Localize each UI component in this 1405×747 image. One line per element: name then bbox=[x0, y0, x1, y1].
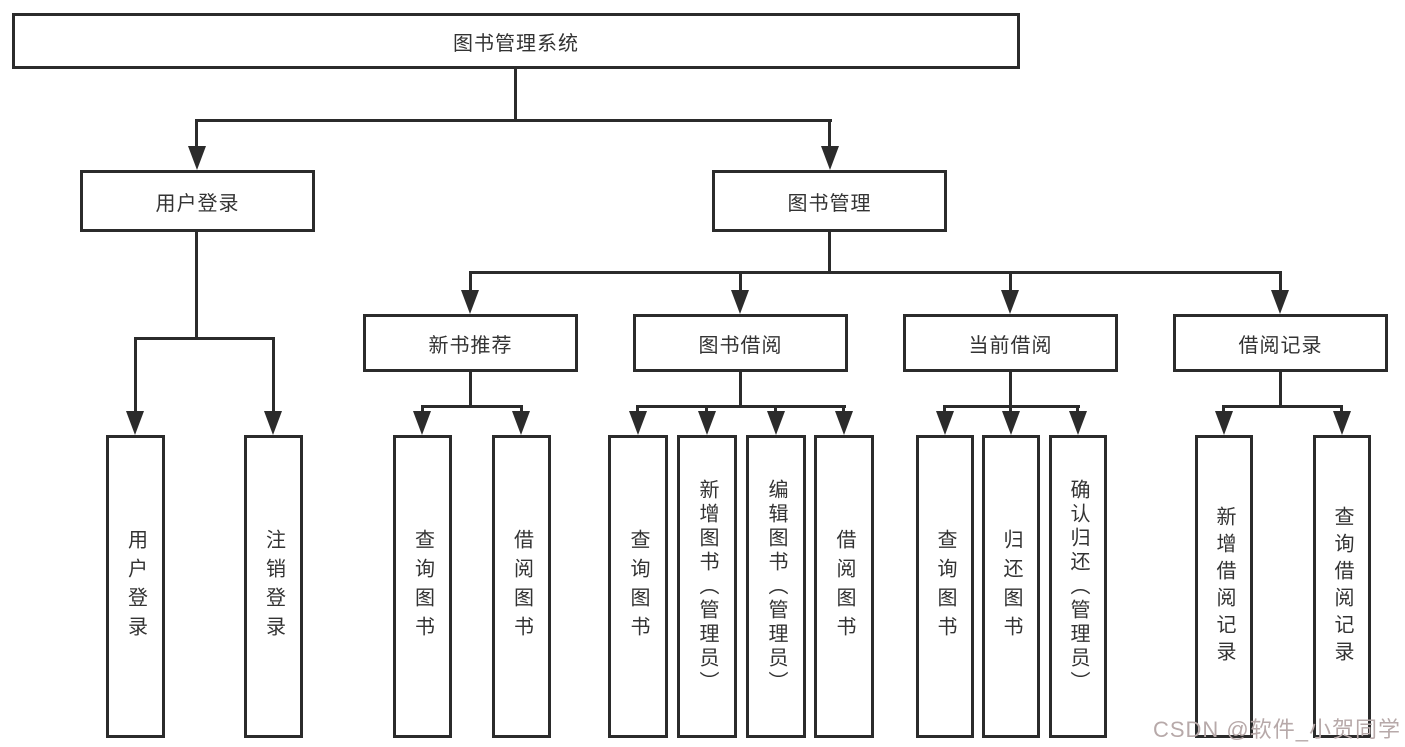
connector-bookmgmt-rail bbox=[469, 271, 1282, 274]
connector-rail bbox=[1222, 405, 1343, 408]
leaf-label: 编辑图书（管理员） bbox=[765, 478, 787, 695]
arrow-down-icon bbox=[1002, 411, 1020, 435]
connector-stem bbox=[421, 405, 424, 413]
connector-stem bbox=[520, 405, 523, 413]
arrow-down-icon bbox=[698, 411, 716, 435]
leaf-user-login: 用户登录 bbox=[106, 435, 165, 738]
connector-root-rail bbox=[195, 119, 832, 122]
connector-stem bbox=[1009, 372, 1012, 408]
arrow-down-icon bbox=[821, 146, 839, 170]
connector-stem bbox=[774, 405, 777, 413]
leaf-label: 归还图书 bbox=[1000, 528, 1022, 645]
node-new-book-recommend: 新书推荐 bbox=[363, 314, 578, 372]
arrow-down-icon bbox=[767, 411, 785, 435]
leaf-label: 查询图书 bbox=[411, 528, 434, 645]
leaf-query-books-borrow: 查询图书 bbox=[608, 435, 668, 738]
arrow-down-icon bbox=[1215, 411, 1233, 435]
node-current-borrow: 当前借阅 bbox=[903, 314, 1118, 372]
leaf-label: 查询图书 bbox=[627, 528, 649, 645]
connector-stem bbox=[469, 271, 472, 293]
connector-stem bbox=[1340, 405, 1343, 413]
connector-stem bbox=[1279, 271, 1282, 293]
connector-stem bbox=[272, 337, 275, 413]
node-label: 图书管理系统 bbox=[453, 32, 579, 55]
node-label: 当前借阅 bbox=[968, 334, 1053, 357]
leaf-label: 借阅图书 bbox=[510, 528, 533, 645]
arrow-down-icon bbox=[264, 411, 282, 435]
node-label: 图书管理 bbox=[787, 192, 872, 215]
connector-stem bbox=[739, 372, 742, 408]
arrow-down-icon bbox=[936, 411, 954, 435]
node-book-management: 图书管理 bbox=[712, 170, 947, 232]
arrow-down-icon bbox=[731, 290, 749, 314]
connector-stem bbox=[943, 405, 946, 413]
connector-stem bbox=[134, 337, 137, 413]
leaf-return-book: 归还图书 bbox=[982, 435, 1040, 738]
connector-stem bbox=[1009, 405, 1012, 413]
connector-stem bbox=[1222, 405, 1225, 413]
node-book-borrow: 图书借阅 bbox=[633, 314, 848, 372]
leaf-borrow-books: 借阅图书 bbox=[814, 435, 874, 738]
arrow-down-icon bbox=[461, 290, 479, 314]
connector-root-stem bbox=[514, 66, 517, 122]
connector-userlogin-rail bbox=[134, 337, 275, 340]
leaf-label: 查询借阅记录 bbox=[1331, 505, 1353, 668]
leaf-confirm-return-admin: 确认归还（管理员） bbox=[1049, 435, 1107, 738]
connector-stem bbox=[828, 119, 831, 148]
leaf-query-books-recommend: 查询图书 bbox=[393, 435, 452, 738]
leaf-label: 确认归还（管理员） bbox=[1067, 478, 1089, 695]
connector-stem bbox=[739, 271, 742, 293]
arrow-down-icon bbox=[835, 411, 853, 435]
arrow-down-icon bbox=[512, 411, 530, 435]
arrow-down-icon bbox=[413, 411, 431, 435]
connector-stem bbox=[1279, 372, 1282, 408]
leaf-label: 注销登录 bbox=[262, 528, 285, 645]
arrow-down-icon bbox=[126, 411, 144, 435]
connector-rail bbox=[636, 405, 846, 408]
leaf-query-borrow-record: 查询借阅记录 bbox=[1313, 435, 1371, 738]
leaf-label: 借阅图书 bbox=[833, 528, 855, 645]
connector-userlogin-stem bbox=[195, 232, 198, 340]
arrow-down-icon bbox=[1333, 411, 1351, 435]
leaf-label: 查询图书 bbox=[934, 528, 956, 645]
csdn-watermark: CSDN @软件_小贺同学 bbox=[1152, 717, 1401, 742]
node-label: 用户登录 bbox=[155, 192, 240, 215]
connector-stem bbox=[705, 405, 708, 413]
leaf-label: 新增借阅记录 bbox=[1213, 505, 1235, 668]
arrow-down-icon bbox=[1271, 290, 1289, 314]
node-borrow-records: 借阅记录 bbox=[1173, 314, 1388, 372]
connector-stem bbox=[842, 405, 845, 413]
arrow-down-icon bbox=[1001, 290, 1019, 314]
leaf-logout-login: 注销登录 bbox=[244, 435, 303, 738]
connector-stem bbox=[1009, 271, 1012, 293]
leaf-add-borrow-record: 新增借阅记录 bbox=[1195, 435, 1253, 738]
connector-stem bbox=[195, 119, 198, 148]
connector-stem bbox=[469, 372, 472, 408]
leaf-label: 新增图书（管理员） bbox=[696, 478, 718, 695]
connector-stem bbox=[1076, 405, 1079, 413]
leaf-label: 用户登录 bbox=[124, 528, 147, 645]
leaf-edit-book-admin: 编辑图书（管理员） bbox=[746, 435, 806, 738]
node-label: 新书推荐 bbox=[428, 334, 513, 357]
connector-rail bbox=[421, 405, 523, 408]
leaf-add-book-admin: 新增图书（管理员） bbox=[677, 435, 737, 738]
arrow-down-icon bbox=[1069, 411, 1087, 435]
node-library-management-system: 图书管理系统 bbox=[12, 13, 1020, 69]
connector-stem bbox=[636, 405, 639, 413]
leaf-borrow-books-recommend: 借阅图书 bbox=[492, 435, 551, 738]
arrow-down-icon bbox=[629, 411, 647, 435]
arrow-down-icon bbox=[188, 146, 206, 170]
node-label: 图书借阅 bbox=[698, 334, 783, 357]
leaf-query-books-current: 查询图书 bbox=[916, 435, 974, 738]
node-user-login: 用户登录 bbox=[80, 170, 315, 232]
node-label: 借阅记录 bbox=[1238, 334, 1323, 357]
connector-bookmgmt-stem bbox=[828, 232, 831, 274]
